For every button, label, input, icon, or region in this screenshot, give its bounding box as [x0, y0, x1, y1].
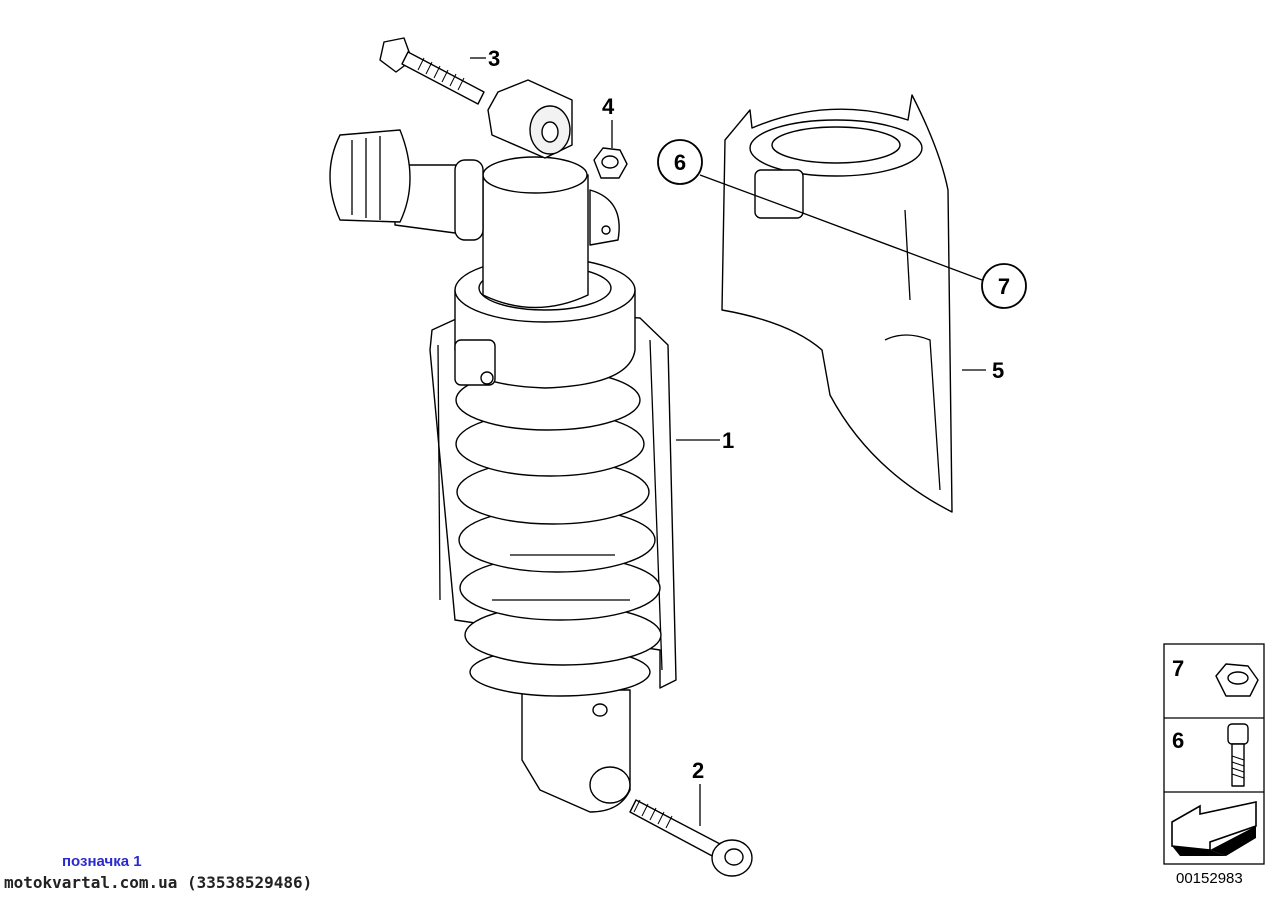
callout-circle-7: 7 [981, 263, 1027, 309]
callout-7: 7 [998, 274, 1010, 299]
cover-part[interactable] [721, 94, 953, 513]
bushing-part[interactable] [487, 79, 573, 159]
legend-label-6: 6 [1172, 728, 1184, 753]
footer-site-text: motokvartal.com.ua (33538529486) [4, 873, 313, 892]
diagram-id-text: 00152983 [1176, 870, 1243, 887]
callout-circle-6: 6 [657, 139, 703, 185]
callout-6: 6 [674, 150, 686, 175]
callout-5: 5 [992, 358, 1004, 383]
legend-bolt-icon [1227, 723, 1249, 787]
footer-reference-text: позначка 1 [62, 853, 142, 870]
legend-panel: 7 6 [1163, 643, 1265, 865]
callout-3: 3 [488, 46, 500, 71]
nut-part[interactable] [593, 147, 628, 179]
legend-label-7: 7 [1172, 656, 1184, 681]
callout-2: 2 [692, 758, 704, 783]
callout-4: 4 [602, 94, 615, 119]
leader-lines [470, 57, 986, 826]
shock-absorber-part[interactable] [329, 129, 677, 813]
legend-nut-icon [1215, 663, 1259, 697]
lower-bolt-part[interactable] [629, 799, 753, 877]
upper-bolt-part[interactable] [379, 37, 485, 105]
callout-1: 1 [722, 428, 734, 453]
orientation-arrow-icon [1171, 801, 1257, 856]
